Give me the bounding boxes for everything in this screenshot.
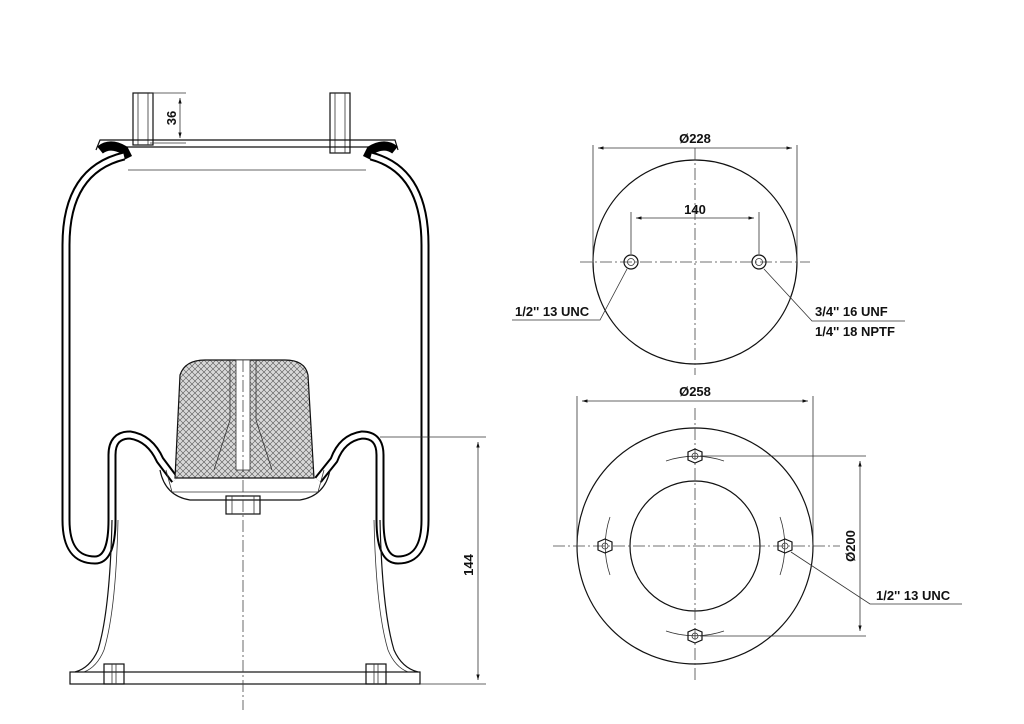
bellows: [61, 151, 430, 565]
stud-height-label: 36: [164, 111, 179, 125]
bottom-plate-view: Ø258 Ø200 1/2'' 13 UNC: [553, 384, 962, 680]
bolt-top: [687, 448, 703, 464]
dim-bolt-circle: Ø200: [700, 455, 866, 637]
dim-top-diameter: Ø228: [592, 131, 798, 262]
bolt-circle-arcs: [604, 455, 786, 637]
piston: [69, 519, 421, 685]
left-stud: [132, 92, 154, 146]
bolt-circle-label: Ø200: [843, 530, 858, 562]
bolt-left: [597, 538, 613, 554]
side-view: 36 144: [61, 92, 486, 710]
bolt-bottom: [687, 628, 703, 644]
dim-piston-height: 144: [380, 436, 486, 685]
left-thread-label: 1/2'' 13 UNC: [515, 304, 590, 319]
bottom-diameter-label: Ø258: [679, 384, 711, 399]
right-thread-label-2: 1/4'' 18 NPTF: [815, 324, 895, 339]
dim-stud-spacing: 140: [630, 202, 760, 254]
right-stud: [329, 92, 351, 154]
dim-bottom-diameter: Ø258: [576, 384, 814, 546]
bolt-right: [777, 538, 793, 554]
dim-stud-height: 36: [150, 92, 186, 144]
bumper: [174, 359, 315, 479]
top-bead-plate: [95, 139, 399, 171]
right-thread-label-1: 3/4'' 16 UNF: [815, 304, 888, 319]
bottom-thread-label: 1/2'' 13 UNC: [876, 588, 951, 603]
right-stud-hole: [751, 254, 767, 270]
top-diameter-label: Ø228: [679, 131, 711, 146]
bottom-thread-callout: 1/2'' 13 UNC: [790, 551, 962, 605]
right-thread-callout: 3/4'' 16 UNF 1/4'' 18 NPTF: [763, 268, 905, 339]
stud-spacing-label: 140: [684, 202, 706, 217]
top-plate-view: Ø228 140 1/2'' 13 UNC 3/4'' 16 UNF 1/4''…: [512, 131, 905, 375]
left-thread-callout: 1/2'' 13 UNC: [512, 268, 628, 321]
left-stud-hole: [623, 254, 639, 270]
piston-height-label: 144: [461, 553, 476, 575]
